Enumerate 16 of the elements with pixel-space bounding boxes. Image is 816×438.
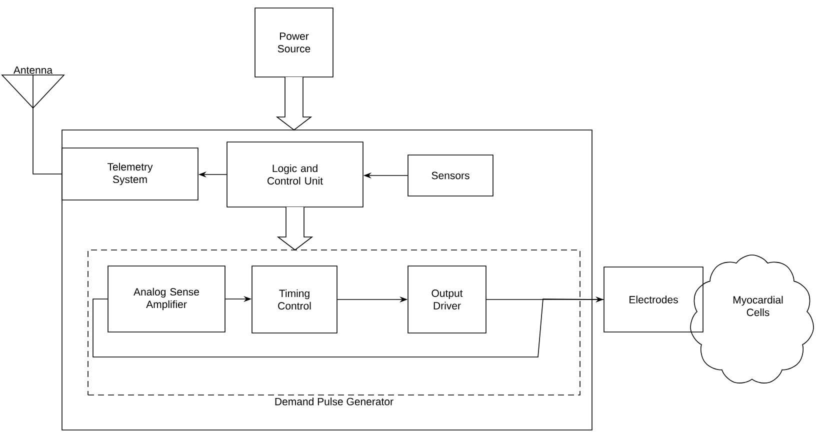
connector-line bbox=[92, 298, 604, 358]
block-box: Electrodes bbox=[604, 266, 704, 332]
block-box: Logic and Control Unit bbox=[226, 142, 364, 208]
block-box: Analog Sense Amplifier bbox=[108, 266, 226, 332]
block-box: Telemetry System bbox=[62, 148, 198, 200]
hollow-arrow bbox=[276, 76, 312, 130]
node-label: Demand Pulse Generator bbox=[275, 398, 394, 406]
antenna: Antenna bbox=[2, 66, 65, 108]
block-box: Timing Control bbox=[252, 266, 338, 334]
connector-line bbox=[32, 108, 62, 174]
hollow-arrow bbox=[276, 206, 314, 250]
cloud: Myocardial Cells bbox=[690, 254, 814, 384]
block-box: Sensors bbox=[408, 154, 494, 196]
block-box: Output Driver bbox=[408, 266, 486, 334]
outer-box bbox=[62, 130, 592, 430]
block-box: Power Source bbox=[254, 8, 334, 78]
